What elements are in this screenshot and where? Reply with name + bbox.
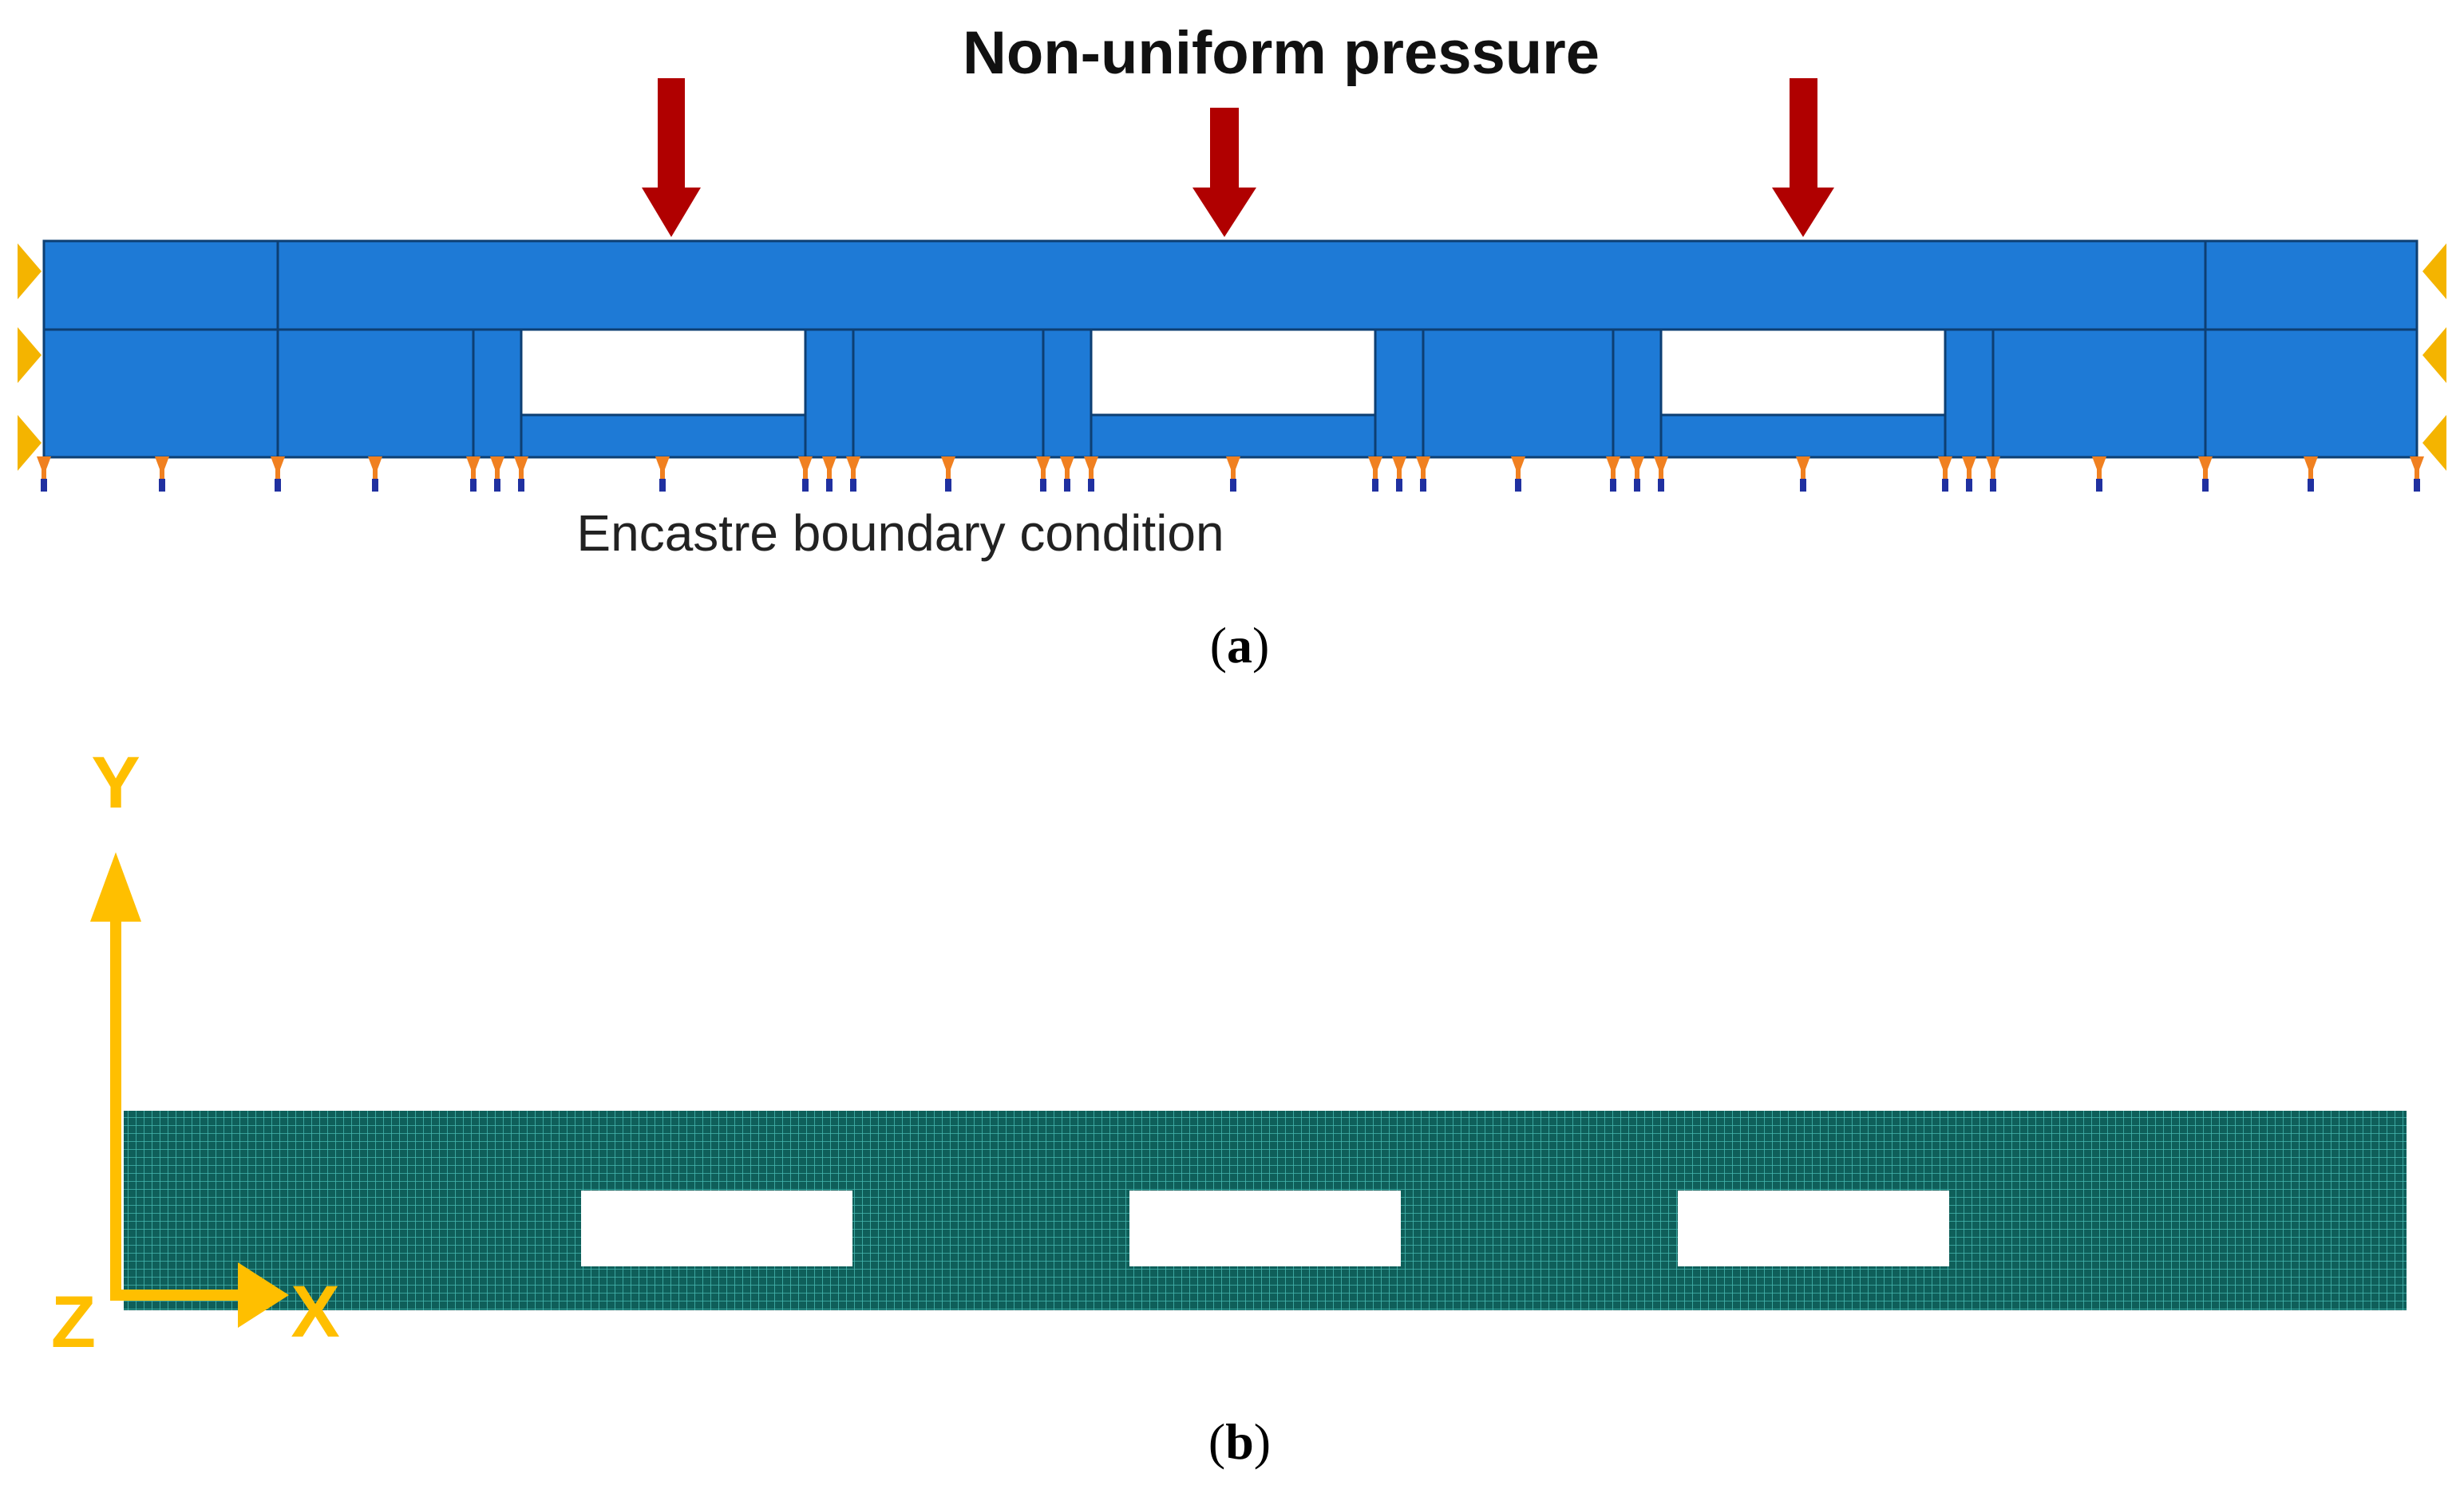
encastre-marker (1986, 456, 2000, 492)
encastre-marker (846, 456, 860, 492)
encastre-marker (368, 456, 382, 492)
y-axis-arrowhead (90, 852, 141, 922)
encastre-marker (37, 456, 51, 492)
encastre-marker (1226, 456, 1240, 492)
encastre-marker (1511, 456, 1525, 492)
encastre-marker (514, 456, 528, 492)
caption-a-letter: a (1227, 617, 1252, 673)
mesh-cavity-3 (1678, 1191, 1949, 1266)
partition-lines (276, 241, 2207, 457)
caption-a: (a) (1210, 617, 1270, 673)
support-right-top (2422, 243, 2446, 299)
mesh-cavity-1 (581, 1191, 852, 1266)
encastre-marker (1962, 456, 1976, 492)
caption-b-letter: b (1225, 1413, 1254, 1470)
pressure-arrow-middle (1192, 108, 1256, 237)
encastre-marker (2092, 456, 2106, 492)
cavity-1 (520, 328, 807, 417)
encastre-marker (798, 456, 813, 492)
encastre-marker (1938, 456, 1952, 492)
coordinate-axes: Y Z X (51, 742, 340, 1363)
support-left-bottom (18, 415, 42, 471)
pressure-arrows (642, 78, 1834, 237)
x-axis-arrowhead (238, 1262, 289, 1328)
y-axis-label: Y (91, 742, 140, 824)
encastre-marker (2304, 456, 2318, 492)
encastre-marker (2198, 456, 2213, 492)
encastre-marker (822, 456, 836, 492)
panel-a: Non-uniform pressure (18, 19, 2446, 673)
encastre-marker (655, 456, 670, 492)
support-right-bottom (2422, 415, 2446, 471)
boundary-condition-label: Encastre boundary condition (576, 504, 1224, 562)
encastre-marker (941, 456, 955, 492)
beam-model (42, 239, 2419, 459)
cavity-3 (1659, 328, 1947, 417)
encastre-marker (466, 456, 481, 492)
encastre-marker (1606, 456, 1620, 492)
support-right-mid (2422, 327, 2446, 383)
panel-a-title: Non-uniform pressure (963, 19, 1600, 87)
encastre-marker (1036, 456, 1050, 492)
y-axis-line (110, 916, 121, 1299)
encastre-marker (1630, 456, 1644, 492)
panel-b: Y Z X (b) (51, 742, 2407, 1470)
caption-b: (b) (1208, 1413, 1271, 1470)
encastre-marker (155, 456, 169, 492)
mesh-cavity-2 (1129, 1191, 1401, 1266)
x-axis-line (110, 1290, 246, 1301)
encastre-marker (1392, 456, 1406, 492)
cavity-2 (1090, 328, 1377, 417)
encastre-marker (1368, 456, 1382, 492)
support-left-mid (18, 327, 42, 383)
pressure-arrow-right (1772, 78, 1834, 237)
encastre-marker (1084, 456, 1098, 492)
beam-upper-layer (42, 239, 2419, 331)
encastre-marker (1416, 456, 1430, 492)
encastre-marker (1796, 456, 1810, 492)
x-axis-label: X (291, 1271, 339, 1353)
encastre-markers (37, 456, 2424, 492)
side-supports (18, 243, 2446, 471)
pressure-arrow-left (642, 78, 701, 237)
z-axis-label: Z (51, 1282, 96, 1363)
encastre-marker (271, 456, 285, 492)
encastre-marker (1060, 456, 1074, 492)
support-left-top (18, 243, 42, 299)
encastre-marker (2410, 456, 2424, 492)
encastre-marker (1654, 456, 1668, 492)
encastre-marker (490, 456, 504, 492)
